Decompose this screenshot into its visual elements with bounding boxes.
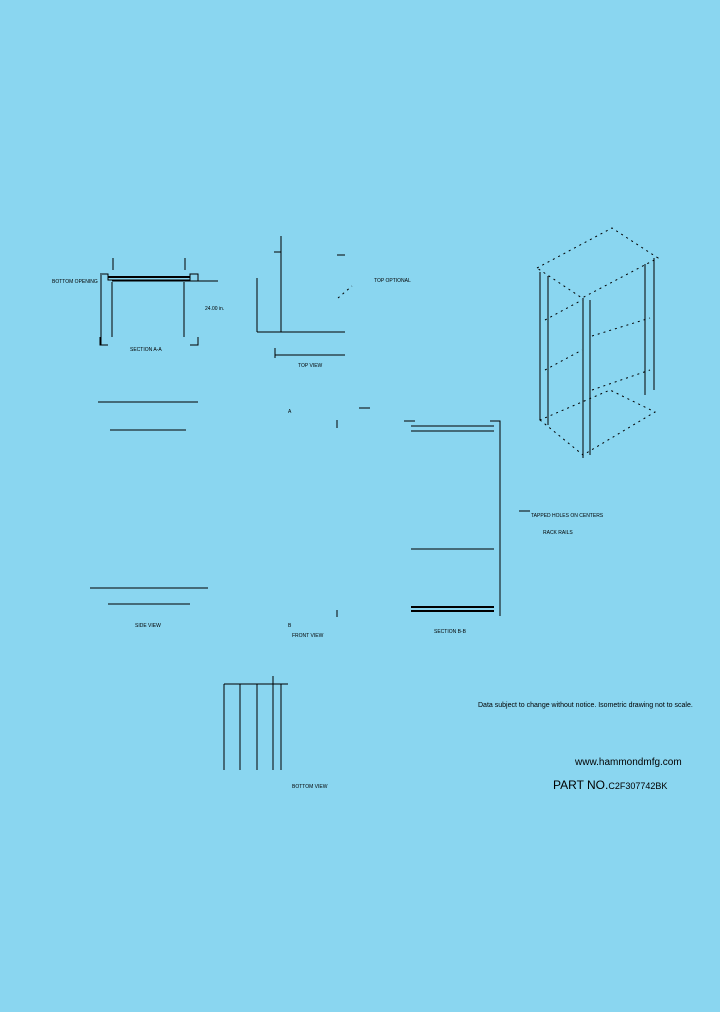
section-aa-view: SECTION A-A BOTTOM OPENING 24.00 in. (52, 258, 224, 353)
section-bb-view: SECTION B-B TAPPED HOLES ON CENTERS RACK… (404, 420, 604, 635)
isometric-rack (536, 227, 659, 458)
section-bb-label: SECTION B-B (434, 629, 467, 635)
mark-b: B (288, 623, 292, 629)
top-view-label: TOP VIEW (298, 363, 323, 369)
part-label: PART NO. (553, 778, 609, 792)
part-number: PART NO.C2F307742BK (553, 778, 667, 792)
dimension-label: 24.00 in. (205, 306, 224, 312)
bottom-view: BOTTOM VIEW (223, 676, 328, 790)
tapped-note-1: TAPPED HOLES ON CENTERS (531, 513, 604, 519)
bottom-view-label: BOTTOM VIEW (292, 784, 328, 790)
side-view-label: SIDE VIEW (135, 623, 161, 629)
tapped-note-2: RACK RAILS (543, 530, 573, 536)
section-aa-label: SECTION A-A (130, 347, 162, 353)
top-optional-label: TOP OPTIONAL (374, 278, 411, 284)
disclaimer-note: Data subject to change without notice. I… (478, 702, 693, 709)
front-view-label: FRONT VIEW (292, 633, 324, 639)
website-link[interactable]: www.hammondmfg.com (575, 757, 682, 768)
top-view: TOP OPTIONAL TOP VIEW (256, 236, 411, 369)
bottom-opening-label: BOTTOM OPENING (52, 279, 98, 285)
part-number-value: C2F307742BK (608, 781, 668, 791)
front-view: A B FRONT VIEW (288, 407, 370, 639)
mark-a: A (288, 409, 292, 415)
side-view: SIDE VIEW (90, 401, 208, 629)
